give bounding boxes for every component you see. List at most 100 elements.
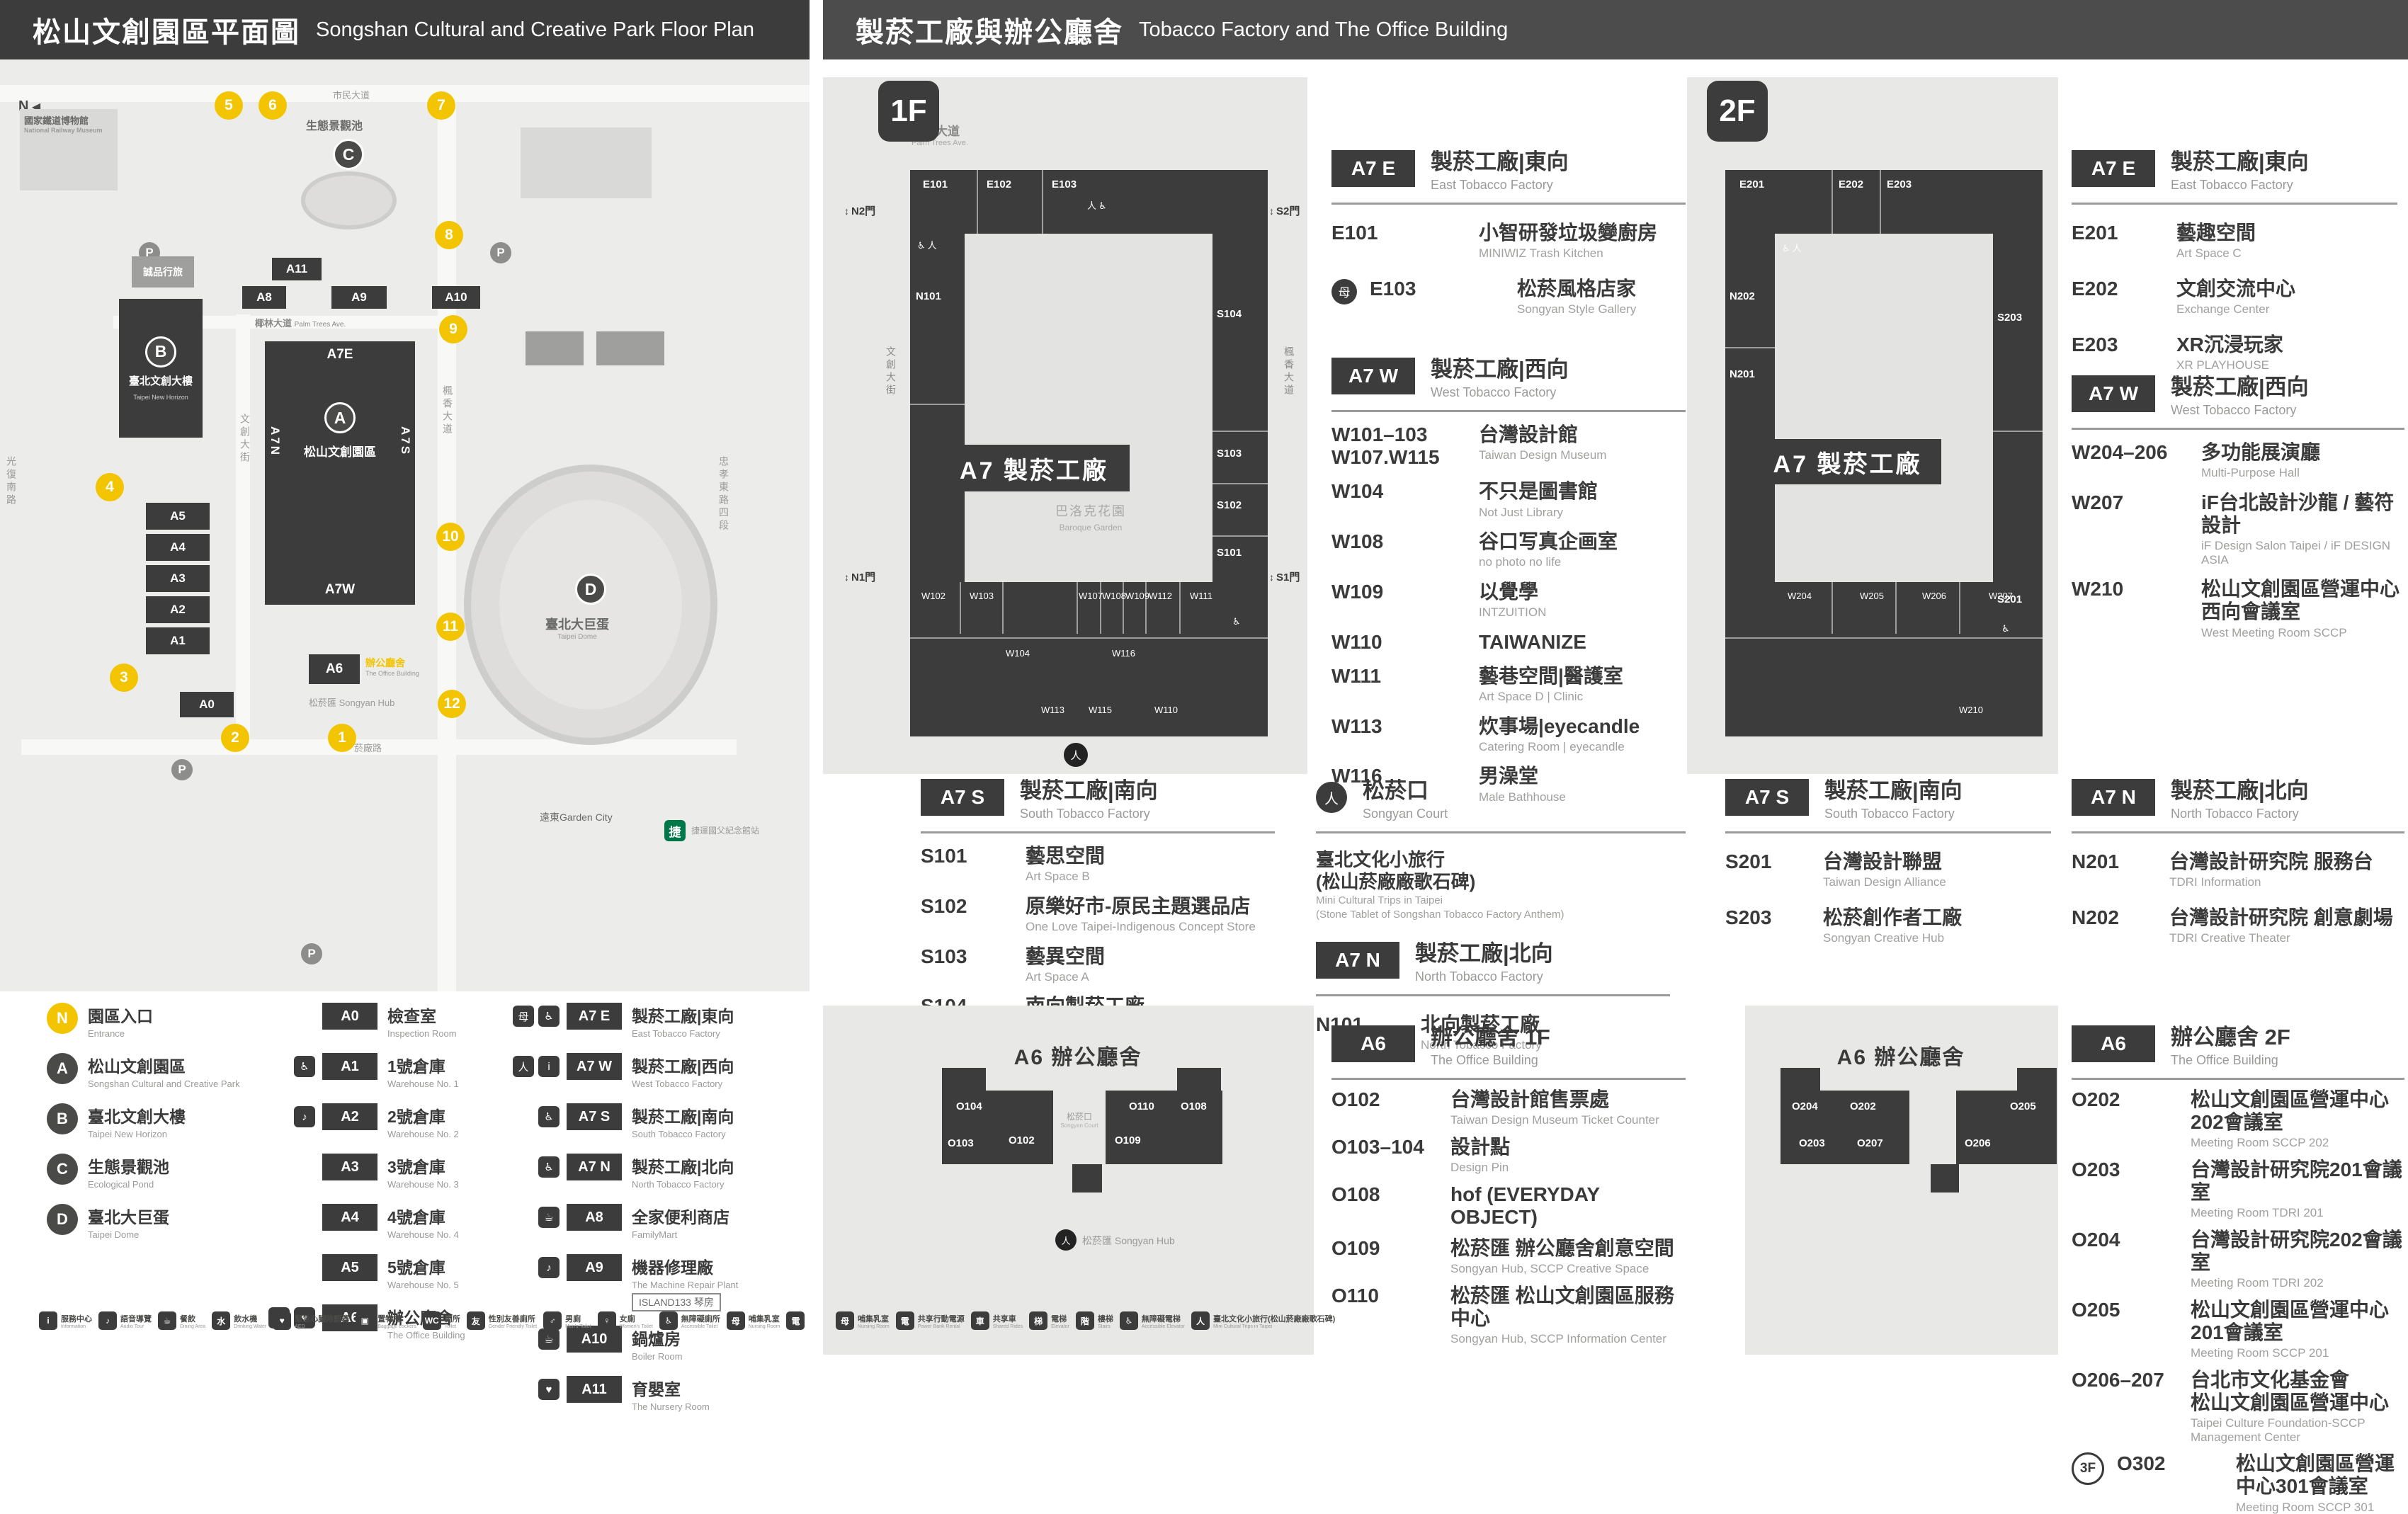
eco-pond-shape — [301, 171, 397, 229]
block-a3: A3 — [146, 565, 210, 592]
garden-city-label: 遠東Garden City — [540, 812, 613, 823]
section-badge: A7 N — [1316, 942, 1399, 979]
legend-icon: ♿ — [538, 1106, 560, 1127]
legend-icons: ♥ — [538, 1379, 560, 1400]
plan-code: E101 — [923, 178, 948, 190]
block-a11: A11 — [272, 258, 322, 280]
plan-code: W205 — [1860, 591, 1884, 601]
entrance-12: 12 — [438, 690, 466, 718]
entrance-7: 7 — [427, 91, 455, 120]
walking-person-icon: 人 — [1064, 743, 1088, 767]
entrance-8: 8 — [435, 221, 463, 249]
office-building-en: The Office Building — [365, 670, 419, 677]
walking-person-icon: 人 — [1055, 1229, 1077, 1251]
legend-icon: ♥ — [294, 1307, 315, 1328]
maple-street-label: 楓香大道 — [442, 385, 453, 436]
landmark-d-badge: D — [575, 574, 606, 605]
civic-blvd-label: 市民大道 — [333, 90, 370, 101]
right-title-en: Tobacco Factory and The Office Building — [1139, 18, 1509, 41]
block-a9: A9 — [331, 286, 387, 309]
mrt-station-label: 捷運國父紀念館站 — [691, 826, 760, 836]
room-row: O108 hof (EVERYDAY OBJECT) — [1331, 1183, 1600, 1228]
floor-3f-badge: 3F — [2072, 1452, 2104, 1486]
block-a1: A1 — [146, 627, 210, 654]
sccp-label: 松山文創園區 — [304, 445, 376, 459]
facility-icon: ♥ — [273, 1311, 292, 1330]
building-code-badge: A5 — [322, 1254, 377, 1281]
building-code-badge: A11 — [567, 1376, 622, 1403]
gate-s2: ↕S2門 — [1269, 205, 1300, 217]
east-block-2 — [596, 331, 664, 365]
facility-icon: WC — [422, 1311, 441, 1330]
block-a0: A0 — [180, 692, 234, 717]
section-badge: A7 W — [1331, 358, 1415, 394]
a6-2f-plan-panel: A6 辦公廳舍 O204 O202 O205 O203 O207 O206 — [1745, 1006, 2058, 1355]
legend-icons: ☕ — [538, 1207, 560, 1228]
legend-icon: ♪ — [294, 1106, 315, 1127]
taipei-new-horizon-en: Taipei New Horizon — [133, 393, 188, 401]
legend-icon: 人 — [513, 1056, 534, 1077]
plan-code: W102 — [921, 591, 945, 601]
guangfu-street-label: 光復南路 — [6, 456, 17, 507]
facility-icon: 母 — [726, 1311, 745, 1330]
gate-n1: ↕N1門 — [844, 571, 876, 584]
section-badge: A7 N — [2072, 779, 2155, 816]
legend-icons: ☕ — [538, 1328, 560, 1350]
taipei-dome-en: Taipei Dome — [557, 633, 597, 641]
facility-icon: 電 — [895, 1311, 914, 1330]
building-code-badge: A10 — [567, 1326, 622, 1353]
facility-icon: ♪ — [98, 1311, 117, 1330]
legend-icons: 母♿ — [513, 1006, 560, 1027]
legend-icon: ♿ — [538, 1156, 560, 1178]
facility-icon: 梯 — [1029, 1311, 1048, 1330]
entrance-11: 11 — [436, 613, 465, 641]
plan-code: O110 — [1129, 1100, 1154, 1112]
legend-icon: ♥ — [538, 1379, 560, 1400]
plan-code: W108 — [1102, 591, 1126, 601]
plan-code: E103 — [1052, 178, 1077, 190]
plan-code: S203 — [1997, 312, 2023, 324]
a6-2f-court-gap — [1909, 1091, 1956, 1164]
facility-icon: i — [39, 1311, 57, 1330]
plan-code: W107 — [1079, 591, 1103, 601]
north-block — [521, 127, 652, 198]
landmark-a-badge: A — [324, 402, 356, 433]
ccb-street-label: 文創大街 — [239, 414, 251, 465]
plan-code: O202 — [1850, 1100, 1876, 1112]
plan-code: S103 — [1217, 448, 1242, 460]
plan-code: W109 — [1125, 591, 1149, 601]
factory-a7e-label: A7E — [326, 347, 353, 362]
road-civic-blvd — [0, 85, 810, 102]
floor-1f-badge: 1F — [878, 81, 939, 142]
plan-code: W210 — [1959, 705, 1983, 715]
factory-building-1f: E101 E102 E103 N101 S104 S103 S102 S101 … — [910, 170, 1268, 736]
